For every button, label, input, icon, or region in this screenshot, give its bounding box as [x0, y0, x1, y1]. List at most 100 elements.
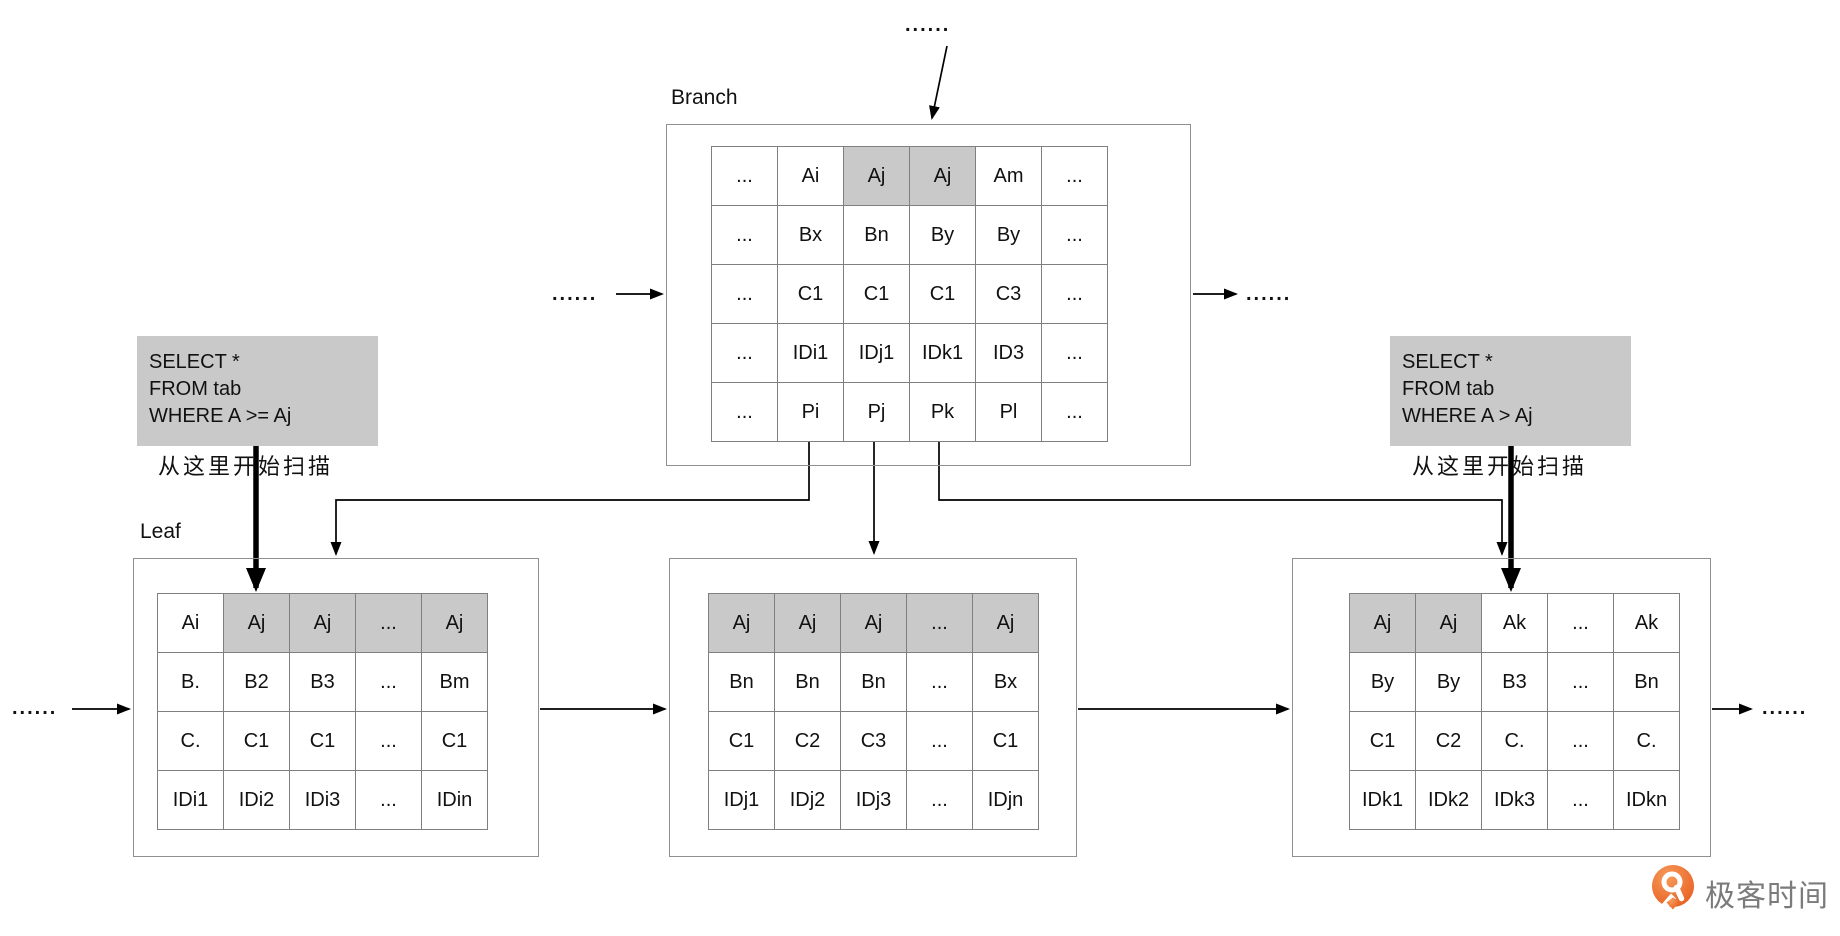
table-cell: B2	[223, 652, 290, 712]
leaf-label: Leaf	[140, 520, 181, 543]
table-cell: By	[1415, 652, 1482, 712]
table-cell: IDi2	[223, 770, 290, 830]
table-cell: C.	[1481, 711, 1548, 771]
table-cell: By	[975, 205, 1042, 265]
ellipsis-branch-right: ......	[1246, 283, 1292, 305]
table-cell: Bn	[774, 652, 841, 712]
table-cell: Aj	[774, 593, 841, 653]
branch-to-leaf3-connector	[938, 439, 1508, 556]
table-cell: C1	[843, 264, 910, 324]
table-cell: Aj	[1349, 593, 1416, 653]
scan-start-label-left: 从这里开始扫描	[158, 454, 334, 479]
table-cell: IDj3	[840, 770, 907, 830]
table-cell: ...	[906, 770, 973, 830]
sql-line: SELECT *	[1402, 351, 1493, 373]
ellipsis-leaf-right: ......	[1762, 697, 1808, 719]
table-cell: B3	[289, 652, 356, 712]
table-cell: Aj	[289, 593, 356, 653]
table-cell: IDjn	[972, 770, 1039, 830]
leaf1-node-box	[133, 558, 539, 857]
table-cell: ...	[1547, 652, 1614, 712]
table-cell: Ai	[777, 146, 844, 206]
branch-to-leaf1-connector	[330, 439, 810, 556]
table-cell: ...	[711, 205, 778, 265]
table-cell: Aj	[421, 593, 488, 653]
sql-line: FROM tab	[149, 378, 242, 400]
table-cell: C1	[708, 711, 775, 771]
sql-query-right: SELECT * FROM tab WHERE A > Aj	[1390, 336, 1631, 446]
table-cell: Bn	[840, 652, 907, 712]
table-cell: IDj2	[774, 770, 841, 830]
table-cell: Pl	[975, 382, 1042, 442]
table-cell: B.	[157, 652, 224, 712]
table-cell: C.	[1613, 711, 1680, 771]
table-cell: Bn	[708, 652, 775, 712]
leaf3-node-box	[1292, 558, 1711, 857]
branch-node-box	[666, 124, 1191, 466]
table-cell: IDj1	[708, 770, 775, 830]
table-cell: Aj	[1415, 593, 1482, 653]
table-cell: ...	[1547, 770, 1614, 830]
table-cell: Bn	[1613, 652, 1680, 712]
table-cell: ...	[1041, 205, 1108, 265]
sql-query-left: SELECT * FROM tab WHERE A >= Aj	[137, 336, 378, 446]
geektime-brand-text: 极客时间	[1705, 880, 1829, 913]
table-cell: Ai	[157, 593, 224, 653]
table-cell: C1	[972, 711, 1039, 771]
table-cell: IDi3	[289, 770, 356, 830]
table-cell: C.	[157, 711, 224, 771]
table-cell: ...	[1041, 146, 1108, 206]
table-cell: IDi1	[157, 770, 224, 830]
table-cell: ...	[355, 770, 422, 830]
table-cell: ...	[355, 652, 422, 712]
table-cell: Bx	[777, 205, 844, 265]
table-cell: Aj	[843, 146, 910, 206]
table-cell: ...	[355, 711, 422, 771]
ellipsis-leaf-left: ......	[12, 697, 58, 719]
table-cell: ...	[906, 711, 973, 771]
table-cell: IDin	[421, 770, 488, 830]
table-cell: Ak	[1613, 593, 1680, 653]
table-cell: By	[909, 205, 976, 265]
branch-label: Branch	[671, 86, 738, 109]
table-cell: ...	[1041, 323, 1108, 383]
table-cell: C1	[909, 264, 976, 324]
table-cell: C1	[777, 264, 844, 324]
table-cell: Bn	[843, 205, 910, 265]
table-cell: Aj	[909, 146, 976, 206]
table-cell: ...	[355, 593, 422, 653]
table-cell: ...	[1041, 382, 1108, 442]
table-cell: ...	[906, 652, 973, 712]
table-cell: IDi1	[777, 323, 844, 383]
sql-line: SELECT *	[149, 351, 240, 373]
table-cell: Aj	[840, 593, 907, 653]
table-cell: Ak	[1481, 593, 1548, 653]
table-cell: C3	[975, 264, 1042, 324]
table-cell: ...	[1041, 264, 1108, 324]
table-cell: C2	[774, 711, 841, 771]
table-cell: IDk1	[909, 323, 976, 383]
table-cell: C2	[1415, 711, 1482, 771]
leaf2-node-box	[669, 558, 1077, 857]
table-cell: C1	[421, 711, 488, 771]
table-cell: ...	[711, 146, 778, 206]
table-cell: IDk1	[1349, 770, 1416, 830]
table-cell: B3	[1481, 652, 1548, 712]
sql-line: WHERE A > Aj	[1402, 405, 1533, 427]
table-cell: ID3	[975, 323, 1042, 383]
top-ellipsis-arrow	[929, 45, 948, 120]
